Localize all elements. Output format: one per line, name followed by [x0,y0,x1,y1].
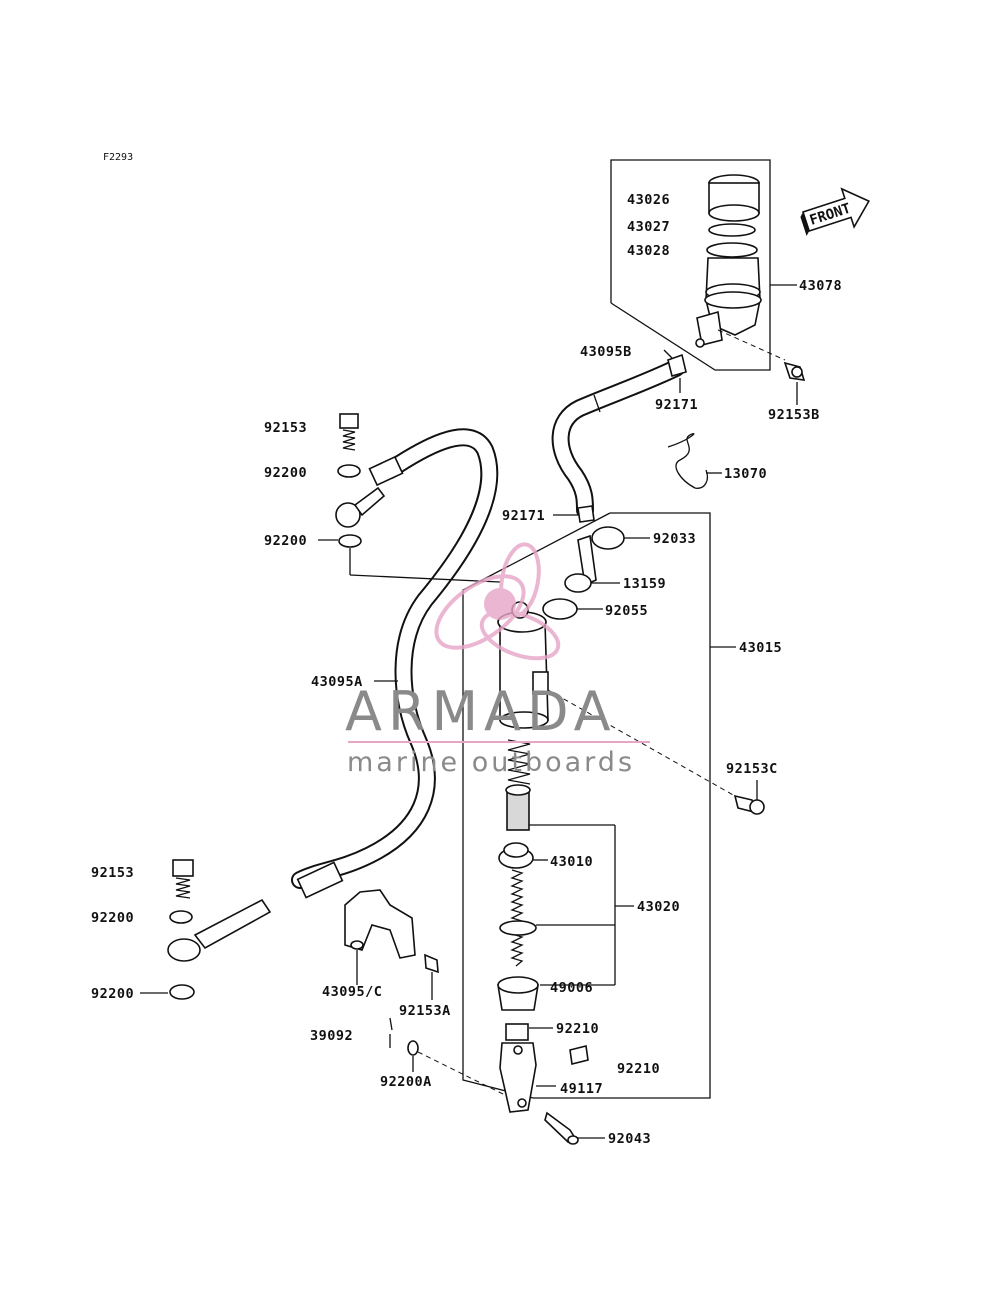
watermark-title: ARMADA [345,680,617,743]
label-43010: 43010 [550,854,593,870]
label-92200-top: 92200 [264,465,307,481]
diagram-code: F2293 [103,152,133,163]
label-43027: 43027 [627,219,670,235]
hose-bracket [344,889,416,959]
bolt-92153c [733,794,765,815]
label-92171-top: 92171 [655,397,698,413]
label-92200-mid: 92200 [264,533,307,549]
label-43095c: 43095/C [322,984,382,1000]
label-92153a: 92153A [399,1003,451,1019]
label-92153c: 92153C [726,761,778,777]
brake-hose [167,428,501,962]
bolt-92153-top [339,413,359,451]
master-cylinder-assembly [417,512,743,1113]
washer-92200a [407,1040,419,1056]
leader-lines [140,284,798,1139]
bolt-92153a [424,953,439,974]
bolt-92153-bottom [172,859,194,899]
label-92210-a: 92210 [556,1021,599,1037]
label-92153-top: 92153 [264,420,307,436]
reservoir-hose [551,359,685,519]
label-39092: 39092 [310,1028,353,1044]
label-92200-bottom2: 92200 [91,986,134,1002]
watermark-subtitle: marine outboards [347,747,635,778]
label-92055: 92055 [605,603,648,619]
label-92171-mid: 92171 [502,508,545,524]
washer-92200-top [337,464,361,478]
clip-13070 [667,433,709,489]
reservoir-assembly [610,159,786,371]
label-43015: 43015 [739,640,782,656]
hose-clamp-top [667,353,687,377]
label-13159: 13159 [623,576,666,592]
label-43026: 43026 [627,192,670,208]
label-43095a: 43095A [311,674,363,690]
bolt-92153b [783,361,806,381]
label-43028: 43028 [627,243,670,259]
label-43020: 43020 [637,899,680,915]
washer-92200-bottom [169,910,193,924]
front-arrow-icon: FRONT [800,187,870,237]
armada-logo-icon [434,542,561,661]
label-92043: 92043 [608,1131,651,1147]
label-43078: 43078 [799,278,842,294]
label-92200a: 92200A [380,1074,432,1090]
label-49006: 49006 [550,980,593,996]
washer-92200-mid [338,534,362,548]
label-13070: 13070 [724,466,767,482]
label-92153-bottom: 92153 [91,865,134,881]
hose-clamp-mid [577,505,595,523]
label-92033: 92033 [653,531,696,547]
label-43095b: 43095B [580,344,632,360]
label-92210-b: 92210 [617,1061,660,1077]
label-92200-bottom: 92200 [91,910,134,926]
pin-92043 [544,1111,579,1145]
label-49117: 49117 [560,1081,603,1097]
washer-92200-bottom2 [169,984,195,1000]
pin-39092 [389,1017,393,1031]
label-92153b: 92153B [768,407,820,423]
